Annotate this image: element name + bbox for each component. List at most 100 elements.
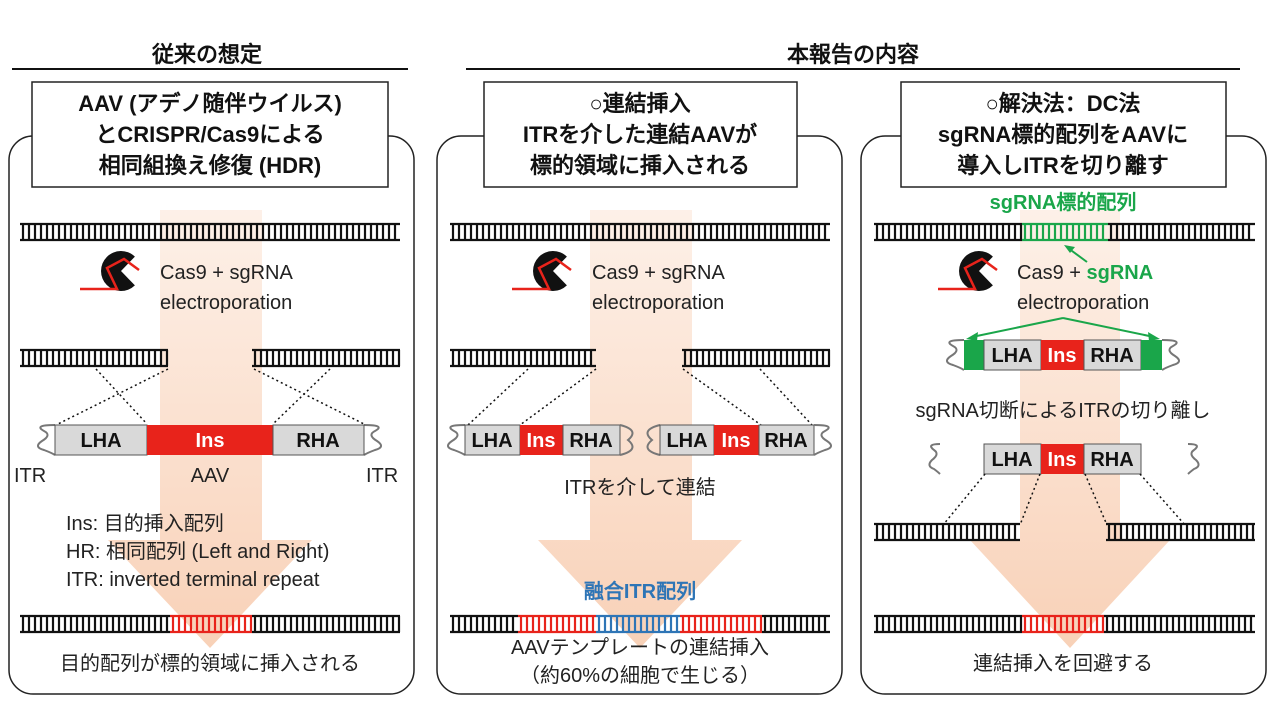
cut-label: sgRNA切断によるITRの切り離し — [916, 399, 1211, 422]
dna-segment — [1104, 614, 1255, 634]
lha-segment — [983, 339, 1042, 371]
lha-segment — [659, 424, 715, 456]
result-text-2-line-2: （約60%の細胞で生じる） — [520, 664, 760, 687]
sgrna-target-site-right — [1141, 340, 1162, 370]
cas9-icon — [80, 250, 140, 291]
cas9-icon — [938, 250, 998, 291]
cas9-icon — [512, 250, 572, 291]
result-text-2-line-1: AAVテンプレートの連結挿入 — [511, 636, 769, 659]
sgrna-cut-arrowhead — [1148, 332, 1160, 341]
result-text-3: 連結挿入を回避する — [973, 652, 1153, 675]
rha-segment — [272, 424, 365, 456]
dna-segment — [596, 614, 680, 634]
crossover-line — [759, 368, 813, 426]
dna-segment — [762, 614, 830, 634]
dna-segment — [20, 348, 169, 368]
dna-segment — [20, 614, 170, 634]
rha-label: RHA — [569, 430, 612, 452]
itr-released-right — [1187, 443, 1200, 475]
dna-strand — [874, 614, 1255, 634]
cas9-label-1: Cas9 + sgRNA — [160, 262, 293, 284]
sgrna-cut-arrowhead — [966, 332, 978, 341]
lha-label: LHA — [80, 430, 121, 452]
ins-label: Ins — [1048, 449, 1077, 471]
title-box-3 — [900, 81, 1227, 188]
dna-segment — [874, 522, 1020, 542]
sgrna-target-site-left — [964, 340, 984, 370]
dna-strand — [1106, 522, 1255, 542]
electroporation-label-1: electroporation — [160, 292, 292, 314]
rha-label: RHA — [764, 430, 807, 452]
crossover-line — [519, 368, 597, 426]
itr-hairpin-right — [1161, 339, 1180, 371]
result-text-1: 目的配列が標的領域に挿入される — [60, 652, 360, 675]
title-3-line-2: sgRNA標的配列をAAVに — [938, 122, 1188, 147]
ins-label: Ins — [527, 430, 556, 452]
crossover-line — [1019, 473, 1041, 526]
itr-hairpin-left — [37, 424, 56, 456]
sgrna-cut-arrow-right — [1062, 317, 1155, 338]
dna-segment — [252, 614, 401, 634]
legend-itr: ITR: inverted terminal repeat — [66, 569, 320, 591]
lha-label: LHA — [666, 430, 707, 452]
rha-segment — [562, 424, 621, 456]
rha-label: RHA — [1090, 449, 1133, 471]
crossover-line — [942, 473, 986, 526]
rha-segment — [758, 424, 815, 456]
crossover-line — [1139, 473, 1186, 526]
rha-label: RHA — [1090, 345, 1133, 367]
dna-strand — [252, 348, 401, 368]
dna-segment — [450, 222, 830, 242]
crossover-line — [467, 368, 529, 426]
title-3-line-3: 導入しITRを切り離す — [957, 153, 1168, 178]
dna-strand — [20, 614, 401, 634]
dna-strand — [682, 348, 831, 368]
electroporation-label-3: electroporation — [1017, 292, 1149, 314]
dna-segment — [1108, 222, 1255, 242]
target-pointer-head — [1064, 245, 1075, 253]
title-2-line-3: 標的領域に挿入される — [530, 153, 750, 178]
dna-segment — [20, 222, 400, 242]
cas9-label-2: Cas9 + sgRNA — [592, 262, 725, 284]
dna-strand — [874, 222, 1255, 242]
dna-segment — [680, 614, 763, 634]
itr-released-left — [928, 443, 941, 475]
dna-segment — [874, 222, 1023, 242]
title-3-line-1: ○解決法：DC法 — [985, 91, 1140, 116]
aav-label: AAV — [191, 465, 230, 487]
dna-segment — [1022, 222, 1108, 242]
title-box-2 — [483, 81, 798, 188]
title-1-line-2: とCRISPR/Cas9による — [95, 122, 324, 147]
cas9-sgrna-highlight: sgRNA — [1086, 262, 1153, 284]
crossover-line — [682, 368, 762, 426]
itr-hairpin — [447, 424, 466, 456]
dna-strand — [874, 522, 1020, 542]
title-2-line-2: ITRを介した連結AAVが — [523, 122, 757, 147]
dna-segment — [450, 348, 596, 368]
sgrna-target-label: sgRNA標的配列 — [990, 190, 1137, 214]
ins-segment — [147, 425, 273, 455]
dna-segment — [682, 348, 831, 368]
itr-hairpin-left — [946, 339, 965, 371]
itr-label-left: ITR — [14, 465, 46, 487]
dna-segment — [170, 614, 253, 634]
lha-segment — [464, 424, 521, 456]
dna-segment — [1022, 614, 1105, 634]
fused-itr-junction — [619, 424, 661, 456]
header-conventional: 従来の想定 — [151, 42, 262, 67]
ins-label: Ins — [722, 430, 751, 452]
dna-strand — [450, 614, 830, 634]
rha-label: RHA — [296, 430, 339, 452]
lha-label: LHA — [991, 345, 1032, 367]
crossover-line — [272, 368, 331, 425]
dna-segment — [252, 348, 401, 368]
title-1-line-3: 相同組換え修復 (HDR) — [99, 153, 321, 178]
ins-segment — [1041, 444, 1084, 474]
rha-segment — [1083, 443, 1142, 475]
lha-label: LHA — [471, 430, 512, 452]
ins-label: Ins — [1048, 345, 1077, 367]
sgrna-cut-arrow-left — [971, 317, 1064, 338]
ins-label: Ins — [196, 430, 225, 452]
